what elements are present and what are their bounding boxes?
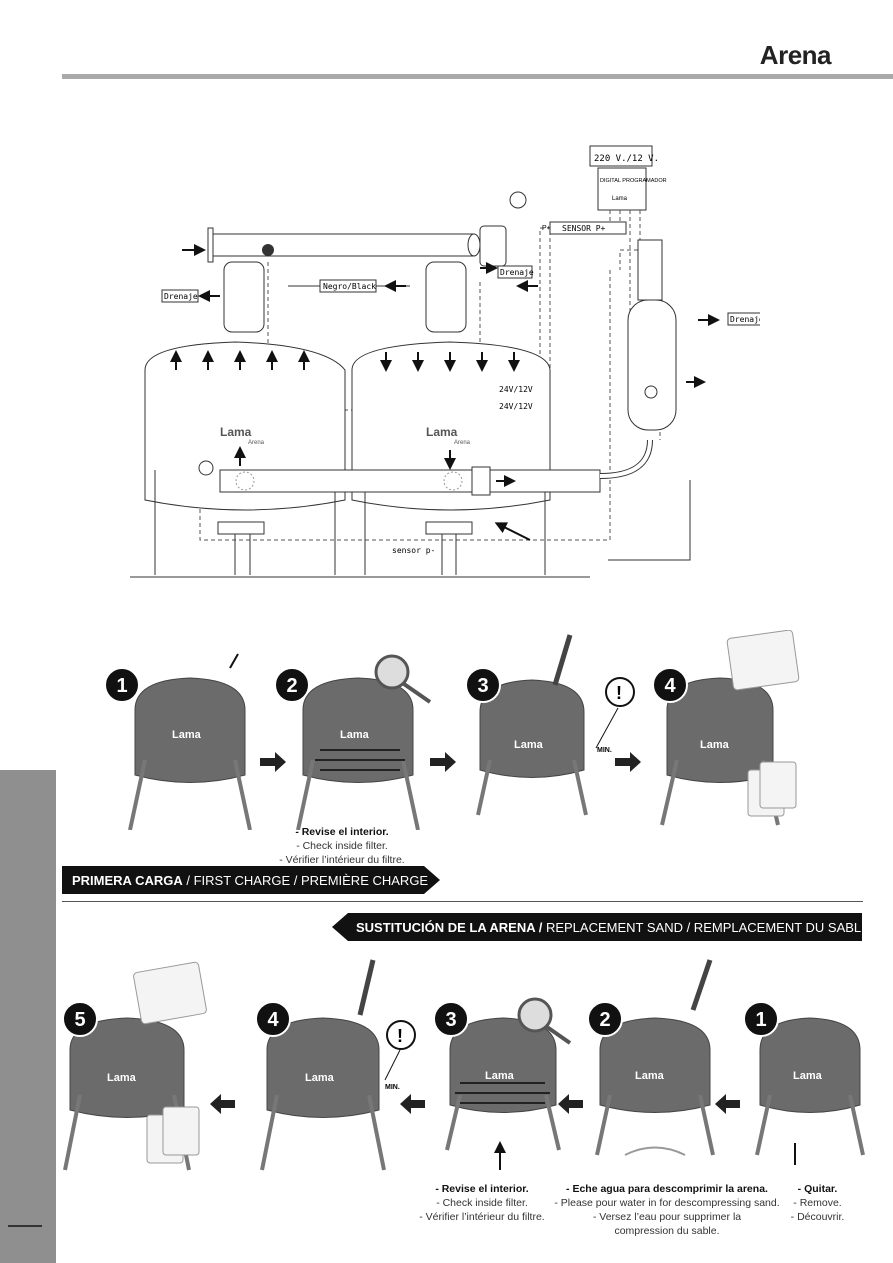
first-charge-caption: - Revise el interior. - Check inside fil… [279, 826, 405, 866]
rep-caption-water: - Eche agua para descomprimir la arena. … [554, 1183, 780, 1237]
step4-brand: Lama [700, 739, 730, 751]
first-step-2: 2 [286, 675, 297, 697]
step3-brand: Lama [514, 739, 544, 751]
header-rule [62, 74, 893, 79]
step2-brand: Lama [340, 729, 370, 741]
rep-step4-brand: Lama [305, 1072, 335, 1084]
replacement-illustration: ! Lama Lama Lama Lama Lama 5 4 3 2 1 MIN… [62, 959, 865, 1171]
tank-brand-sub-right: Arena [454, 440, 471, 446]
drain-label-left: Drenaje [164, 292, 198, 301]
voltage-label-1: 24V/12V [499, 385, 533, 394]
rep-step-1: 1 [755, 1009, 766, 1031]
rep-step5-brand: Lama [107, 1072, 137, 1084]
rep-caption-remove: - Quitar. - Remove. - Découvrir. [790, 1183, 845, 1223]
rep-step3-brand: Lama [485, 1070, 515, 1082]
controller-brand: Lama [612, 196, 628, 202]
first-charge-banner [62, 866, 440, 894]
first-charge-illustration: ! Lama Lama Lama Lama 1 2 3 4 MIN. [104, 630, 800, 830]
first-step-4: 4 [664, 675, 676, 697]
cable-label: Negro/Black [323, 282, 376, 291]
step1-brand: Lama [172, 729, 202, 741]
tank-brand-left: Lama [220, 425, 252, 439]
rep-step-2: 2 [599, 1009, 610, 1031]
voltage-label-2: 24V/12V [499, 402, 533, 411]
sensor-top-label: SENSOR P+ [562, 224, 606, 233]
replacement-banner [332, 913, 862, 941]
svg-text:!: ! [616, 683, 622, 703]
rep-step2-brand: Lama [635, 1070, 665, 1082]
controller-label: DIGITAL PROGRAMADOR [600, 178, 667, 184]
drain-label-center: Drenaje [500, 268, 534, 277]
tank-brand-sub-left: Arena [248, 440, 265, 446]
first-step-1: 1 [116, 675, 127, 697]
svg-text:!: ! [397, 1026, 403, 1046]
rep-step-4: 4 [267, 1009, 279, 1031]
filter-system-diagram: 220 V./12 V. DIGITAL PROGRAMADOR Lama SE… [130, 145, 760, 578]
rep-caption-inspect: - Revise el interior. - Check inside fil… [419, 1183, 545, 1223]
power-label: 220 V./12 V. [594, 154, 659, 164]
section-divider [62, 901, 863, 902]
rep-step-5: 5 [74, 1009, 85, 1031]
rep-step1-brand: Lama [793, 1070, 823, 1082]
first-min-label: MIN. [597, 747, 612, 754]
rep-min-label: MIN. [385, 1084, 400, 1091]
replacement-banner-text: SUSTITUCIÓN DE LA ARENA / REPLACEMENT SA… [356, 920, 870, 935]
drain-label-right: Drenaje [730, 315, 760, 324]
first-charge-banner-text: PRIMERA CARGA / FIRST CHARGE / PREMIÈRE … [72, 873, 429, 888]
rep-step-3: 3 [445, 1009, 456, 1031]
first-step-3: 3 [477, 675, 488, 697]
page-title: Arena [759, 40, 832, 70]
sensor-p-plus: P+ [542, 225, 551, 232]
sensor-bottom-label: sensor p- [392, 546, 435, 555]
tank-brand-right: Lama [426, 425, 458, 439]
side-tab-rule [8, 1225, 42, 1227]
side-tab [0, 770, 56, 1263]
